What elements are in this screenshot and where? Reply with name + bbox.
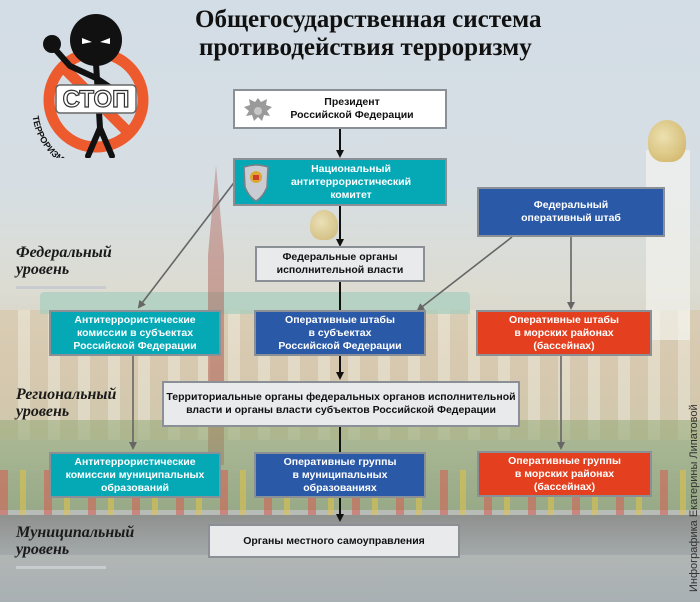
nak-line-3: комитет: [330, 188, 372, 201]
title-line-1: Общегосударственная система: [195, 6, 542, 33]
level-federal-line-1: Федеральный: [16, 244, 112, 261]
level-regional-line-2: уровень: [16, 403, 70, 420]
level-regional: Региональный уровень: [16, 386, 116, 420]
os-subj-line-3: Российской Федерации: [278, 339, 402, 352]
nak-line-2: антитеррористический: [290, 175, 412, 188]
foiv-line-1: Федеральные органы: [282, 251, 398, 263]
shield-emblem-icon: [243, 164, 269, 202]
og-sea-line-1: Оперативные группы: [508, 454, 621, 467]
arrow-nak-to-ak-subjects: [137, 179, 237, 309]
box-federal-operational-headquarters: Федеральный оперативный штаб: [477, 187, 665, 237]
title-line-2: противодействия терроризму: [199, 34, 532, 61]
level-municipal-divider: [16, 566, 106, 569]
fos-line-1: Федеральный: [533, 199, 609, 211]
box-operational-groups-municipal: Оперативные группы в муниципальных образ…: [254, 452, 426, 498]
background-green-roof: [40, 292, 470, 314]
arrow-fos-to-os-subjects: [416, 236, 513, 312]
level-federal-divider: [16, 286, 106, 289]
president-line-2: Российской Федерации: [290, 109, 414, 121]
ak-subj-line-3: Российской Федерации: [73, 339, 197, 352]
og-sea-line-3: (бассейнах): [533, 480, 596, 493]
os-subj-line-1: Оперативные штабы: [285, 313, 395, 326]
box-local-self-government: Органы местного самоуправления: [208, 524, 460, 558]
box-federal-executive-bodies: Федеральные органы исполнительной власти: [255, 246, 425, 282]
coat-of-arms-icon: [244, 98, 272, 121]
background-bell-tower: [646, 150, 690, 340]
president-line-1: Президент: [324, 96, 380, 108]
os-subj-line-2: в субъектах: [308, 326, 372, 339]
background-golden-dome-small: [310, 210, 338, 240]
local-line-1: Органы местного самоуправления: [243, 534, 425, 547]
box-president: Президент Российской Федерации: [233, 89, 447, 129]
os-sea-line-2: в морских районах: [514, 326, 614, 339]
level-municipal-line-2: уровень: [16, 541, 70, 558]
ak-subj-line-1: Антитеррористические: [74, 313, 196, 326]
ak-mun-line-3: образований: [100, 481, 170, 494]
box-territorial-bodies: Территориальные органы федеральных орган…: [162, 381, 520, 427]
level-federal-line-2: уровень: [16, 261, 70, 278]
ak-mun-line-1: Антитеррористические: [74, 455, 196, 468]
level-municipal: Муниципальный уровень: [16, 524, 134, 569]
og-mun-line-1: Оперативные группы: [283, 455, 397, 468]
foiv-line-2: исполнительной власти: [276, 264, 404, 276]
background-golden-dome: [648, 120, 686, 162]
logo-badge-text: СТОП: [63, 86, 130, 113]
og-sea-line-2: в морских районах: [514, 467, 615, 480]
box-antiterrorist-commissions-municipal: Антитеррористические комиссии муниципаль…: [49, 452, 221, 498]
og-mun-line-2: в муниципальных: [292, 468, 388, 481]
ak-subj-line-2: комиссии в субъектах: [76, 326, 194, 339]
box-national-antiterrorist-committee: Национальный антитеррористический комите…: [233, 158, 447, 206]
nak-line-1: Национальный: [311, 162, 391, 175]
level-federal: Федеральный уровень: [16, 244, 112, 289]
territorial-line-2: власти и органы власти субъектов Российс…: [186, 404, 496, 416]
level-regional-line-1: Региональный: [16, 386, 117, 403]
stop-terrorism-icon: СТОП ТЕРРОРИЗМУ ЭКСТРЕМИЗМУ: [30, 14, 149, 158]
og-mun-line-3: образованиях: [303, 481, 377, 494]
box-operational-hq-sea-regions: Оперативные штабы в морских районах (бас…: [476, 310, 652, 356]
page-title: Общегосударственная система противодейст…: [195, 6, 695, 62]
box-operational-groups-sea-regions: Оперативные группы в морских районах (ба…: [477, 451, 652, 497]
box-antiterrorist-commissions-subjects: Антитеррористические комиссии в субъекта…: [49, 310, 221, 356]
credit-text: Инфографика Екатерины Липатовой: [688, 404, 700, 592]
level-municipal-line-1: Муниципальный: [16, 524, 135, 541]
box-operational-hq-subjects: Оперативные штабы в субъектах Российской…: [254, 310, 426, 356]
os-sea-line-1: Оперативные штабы: [509, 313, 619, 326]
fos-line-2: оперативный штаб: [521, 212, 621, 224]
os-sea-line-3: (бассейнах): [533, 339, 595, 352]
ak-mun-line-2: комиссии муниципальных: [65, 468, 205, 481]
territorial-line-1: Территориальные органы федеральных орган…: [166, 391, 516, 403]
